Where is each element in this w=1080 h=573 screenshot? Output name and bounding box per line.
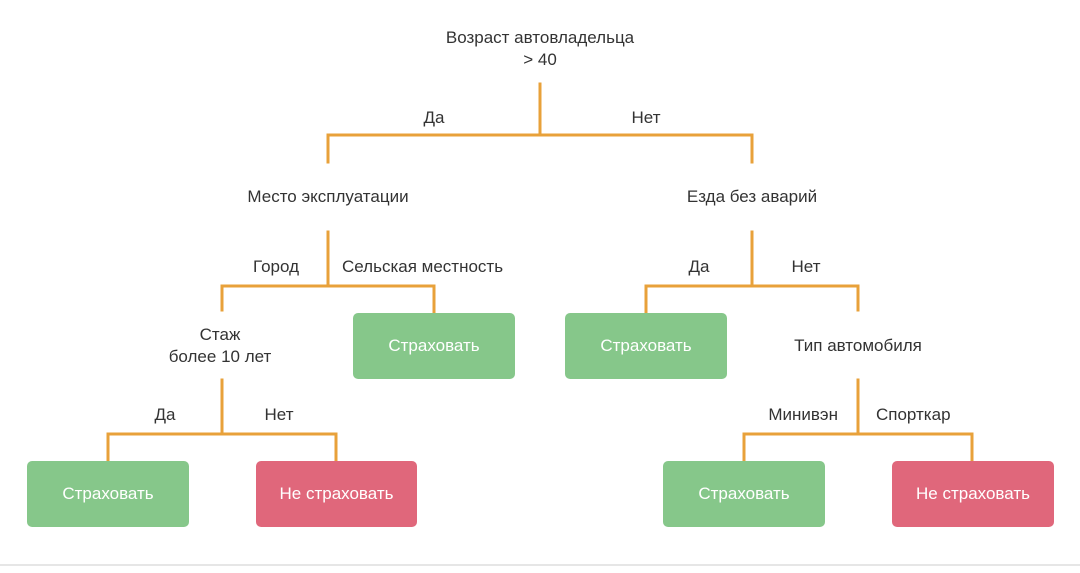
node-car-type: Тип автомобиля [794, 336, 922, 355]
edge-label-car-sportscar: Спорткар [876, 405, 951, 424]
node-usage: Место эксплуатации [247, 187, 409, 206]
leaf-experience-no-deny: Не страховать [256, 461, 417, 527]
node-root-line1: Возраст автовладельца [445, 28, 635, 47]
edge-label-car-minivan: Минивэн [768, 405, 838, 424]
leaf-experience-yes-insure: Страховать [27, 461, 189, 527]
node-root-line2: > 40 [523, 50, 557, 69]
edge-label-experience-yes: Да [154, 405, 176, 424]
edge-label-accidents-yes: Да [688, 257, 710, 276]
leaf-accidents-yes-insure: Страховать [565, 313, 727, 379]
node-root: Возраст автовладельца > 40 [446, 27, 634, 71]
edge-label-usage-rural: Сельская местность [342, 257, 504, 276]
edge-label-usage-city: Город [253, 257, 299, 276]
node-experience-line1: Стаж [199, 325, 241, 344]
node-experience-line2: более 10 лет [168, 347, 272, 366]
node-experience: Стаж более 10 лет [169, 324, 272, 368]
node-no-accidents: Езда без аварий [686, 187, 818, 206]
edge-label-experience-no: Нет [264, 405, 294, 424]
leaf-minivan-insure: Страховать [663, 461, 825, 527]
edge-label-root-yes: Да [423, 108, 445, 127]
leaf-rural-insure: Страховать [353, 313, 515, 379]
leaf-sportscar-deny: Не страховать [892, 461, 1054, 527]
bottom-divider [0, 564, 1080, 566]
edge-label-root-no: Нет [631, 108, 661, 127]
edge-label-accidents-no: Нет [791, 257, 821, 276]
